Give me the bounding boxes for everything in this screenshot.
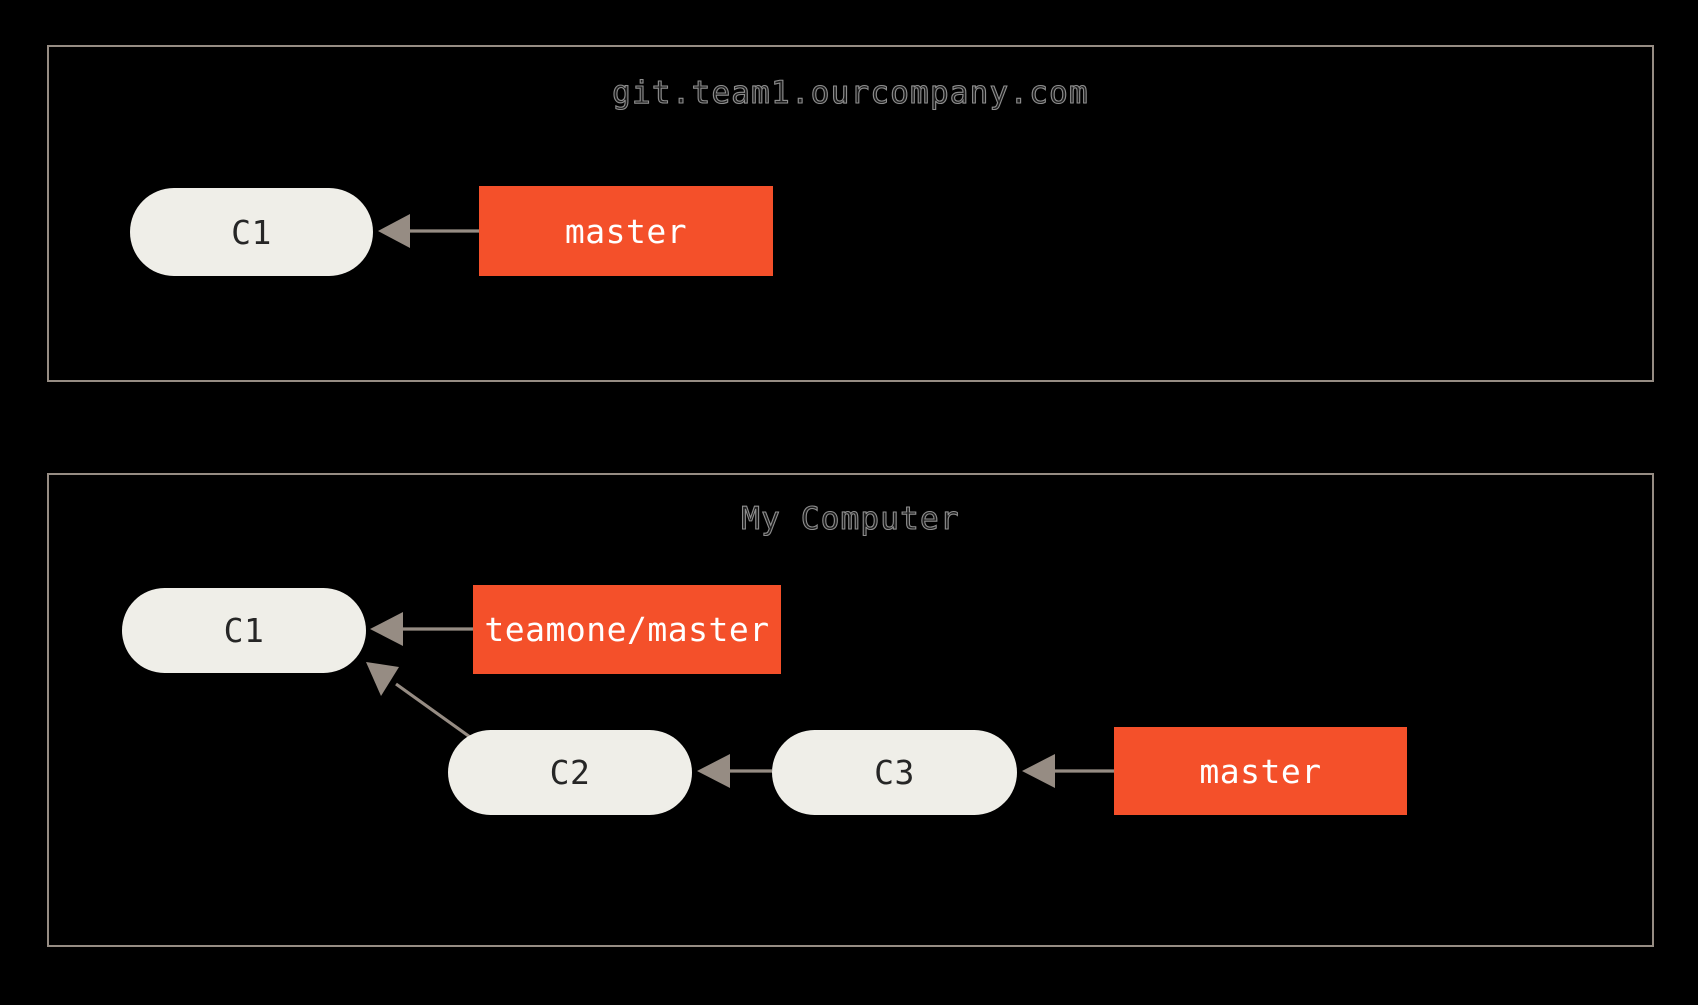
commit-node-c3-local[interactable]: C3 bbox=[772, 730, 1017, 815]
branch-label-master-local[interactable]: master bbox=[1114, 727, 1407, 815]
commit-node-c1-remote[interactable]: C1 bbox=[130, 188, 373, 276]
panel-my-computer: My Computer bbox=[47, 473, 1654, 947]
panel-remote-title: git.team1.ourcompany.com bbox=[612, 74, 1089, 111]
panel-local-title: My Computer bbox=[741, 500, 960, 537]
branch-label-master-remote[interactable]: master bbox=[479, 186, 773, 276]
commit-node-c2-local[interactable]: C2 bbox=[448, 730, 692, 815]
branch-label-teamone-master[interactable]: teamone/master bbox=[473, 585, 781, 674]
commit-node-c1-local[interactable]: C1 bbox=[122, 588, 366, 673]
